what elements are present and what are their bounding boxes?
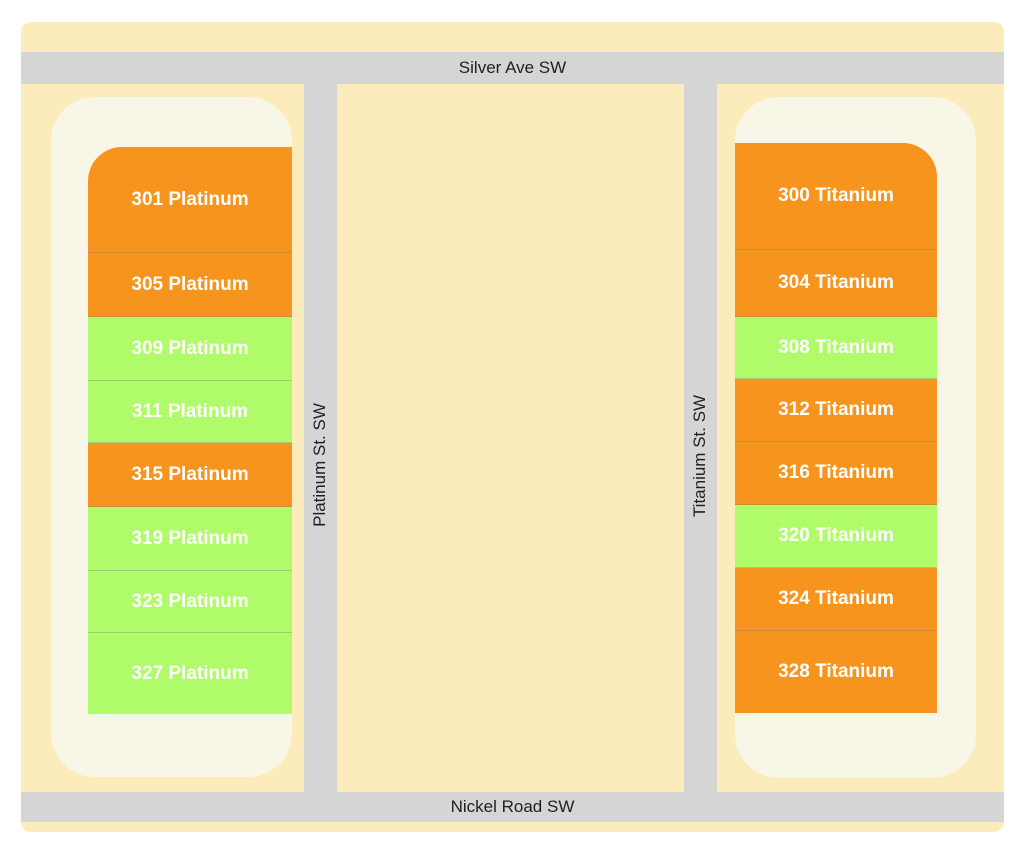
titanium-lot-308[interactable]: 308 Titanium <box>735 317 937 379</box>
titanium-street <box>684 84 717 792</box>
nickel-road: Nickel Road SW <box>21 792 1004 822</box>
platinum-street-label: Platinum St. SW <box>310 403 329 527</box>
titanium-street-label: Titanium St. SW <box>690 394 709 518</box>
platinum-lot-315[interactable]: 315 Platinum <box>88 443 292 507</box>
platinum-lot-327[interactable]: 327 Platinum <box>88 633 292 714</box>
center-block <box>337 84 684 792</box>
titanium-lot-300[interactable]: 300 Titanium <box>735 143 937 250</box>
platinum-street <box>304 84 337 792</box>
titanium-lot-316[interactable]: 316 Titanium <box>735 442 937 505</box>
platinum-lot-301[interactable]: 301 Platinum <box>88 147 292 253</box>
nickel-road-label: Nickel Road SW <box>450 797 575 816</box>
titanium-lot-312[interactable]: 312 Titanium <box>735 379 937 442</box>
titanium-lot-324[interactable]: 324 Titanium <box>735 568 937 631</box>
silver-ave-label: Silver Ave SW <box>458 58 567 77</box>
titanium-lot-304[interactable]: 304 Titanium <box>735 250 937 317</box>
platinum-lot-309[interactable]: 309 Platinum <box>88 317 292 381</box>
silver-ave-road: Silver Ave SW <box>21 52 1004 84</box>
platinum-lot-305[interactable]: 305 Platinum <box>88 253 292 317</box>
platinum-lot-323[interactable]: 323 Platinum <box>88 571 292 633</box>
platinum-lot-319[interactable]: 319 Platinum <box>88 507 292 571</box>
platinum-lot-311[interactable]: 311 Platinum <box>88 381 292 443</box>
titanium-lot-320[interactable]: 320 Titanium <box>735 505 937 568</box>
titanium-lot-328[interactable]: 328 Titanium <box>735 631 937 713</box>
